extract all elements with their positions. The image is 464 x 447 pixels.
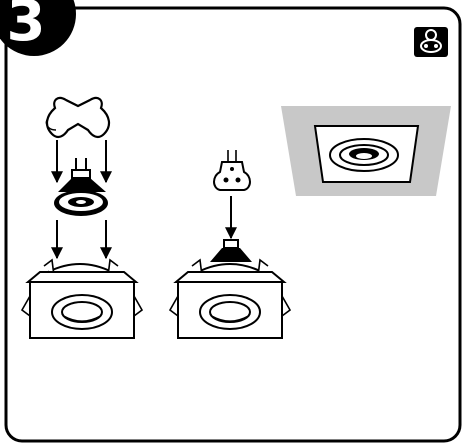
diagram-frame — [4, 6, 462, 443]
corner-connector-icon — [414, 27, 448, 57]
bulb-with-connector-icon — [210, 239, 252, 262]
connector-plug-icon — [213, 150, 251, 191]
installed-fixture-in-ceiling-icon — [281, 106, 451, 196]
mr16-bulb-icon — [54, 158, 108, 216]
step-number-badge: 3 — [0, 0, 76, 56]
protective-cap-icon — [45, 96, 111, 139]
recessed-fixture-left — [20, 258, 144, 339]
step-number: 3 — [7, 0, 46, 54]
recessed-fixture-middle — [168, 258, 292, 339]
